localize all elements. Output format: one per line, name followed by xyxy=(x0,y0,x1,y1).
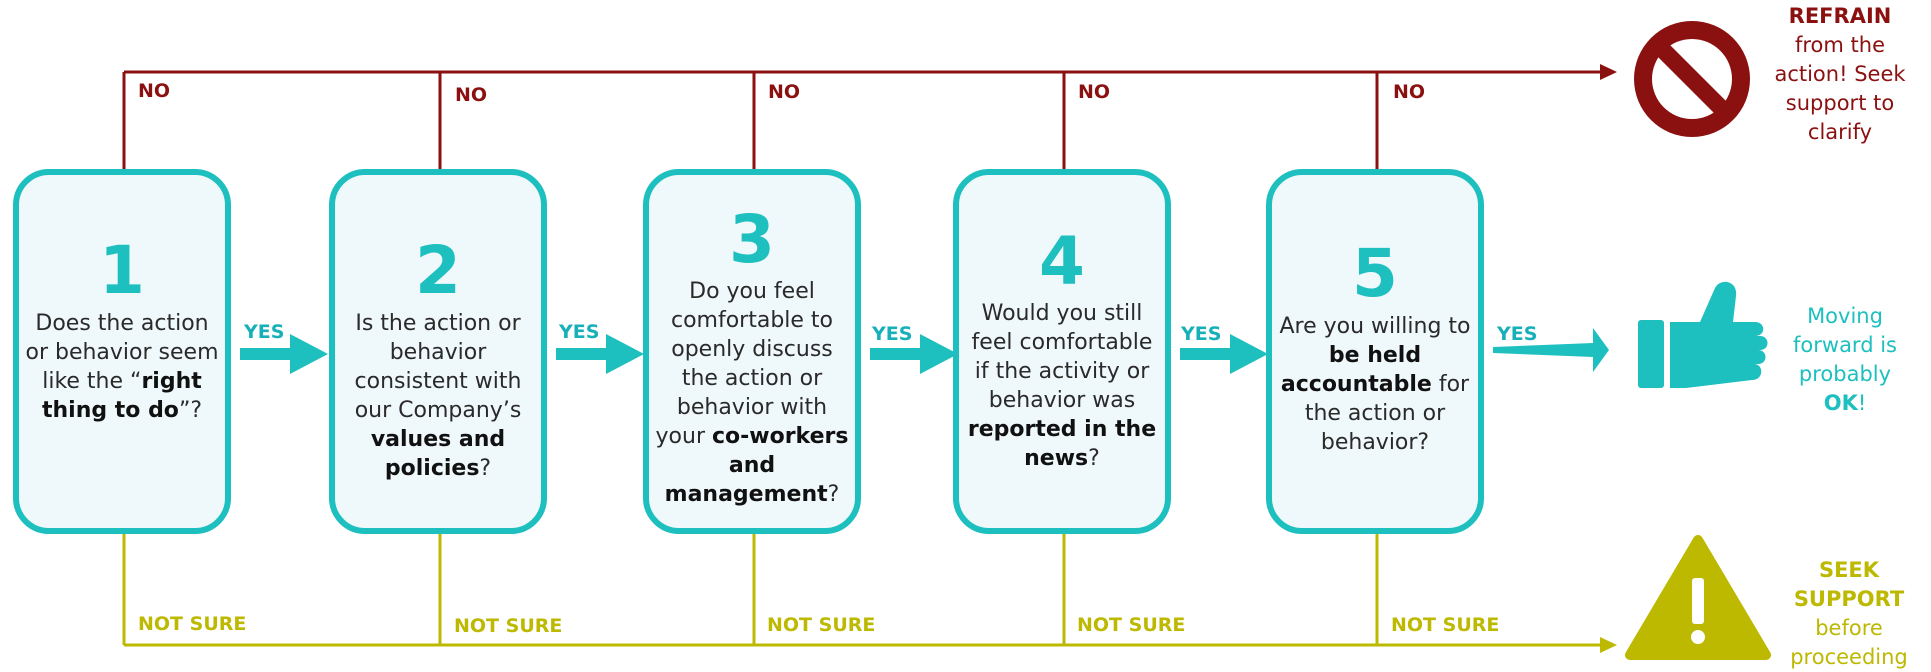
step-box-3: 3 Do you feel comfortable to openly disc… xyxy=(643,169,861,534)
seek-support-text: before proceeding xyxy=(1790,616,1908,669)
step-question: Does the action or behavior seem like th… xyxy=(25,311,219,423)
not-sure-label: NOT SURE xyxy=(1391,614,1500,636)
yes-label: YES xyxy=(1181,323,1222,345)
yes-label: YES xyxy=(1497,323,1538,345)
yes-arrow-1 xyxy=(240,334,328,374)
thumbs-up-icon xyxy=(1638,281,1768,388)
prohibition-icon xyxy=(1634,21,1750,137)
step-question: Are you willing to be held accountable f… xyxy=(1279,314,1471,455)
no-label: NO xyxy=(768,81,801,103)
refrain-title: REFRAIN xyxy=(1788,4,1892,28)
step-number: 4 xyxy=(1039,223,1085,300)
step-question: Do you feel comfortable to openly discus… xyxy=(655,279,849,507)
step-number: 1 xyxy=(99,232,145,309)
step-box-4: 4 Would you still feel comfortable if th… xyxy=(953,169,1171,534)
not-sure-label: NOT SURE xyxy=(767,614,876,636)
yes-arrow-5 xyxy=(1493,328,1609,372)
not-sure-label: NOT SURE xyxy=(454,615,563,637)
refrain-outcome: REFRAIN from the action! Seek support to… xyxy=(1758,2,1922,147)
step-number: 5 xyxy=(1352,235,1398,312)
not-sure-arrowhead xyxy=(1600,637,1617,653)
no-label: NO xyxy=(138,80,171,102)
seek-support-outcome: SEEK SUPPORT before proceeding xyxy=(1774,556,1924,672)
not-sure-label: NOT SURE xyxy=(138,613,247,635)
step-box-1: 1 Does the action or behavior seem like … xyxy=(13,169,231,534)
yes-arrows xyxy=(240,328,1609,374)
yes-arrow-4 xyxy=(1180,334,1268,374)
step-box-5: 5 Are you willing to be held accountable… xyxy=(1266,169,1484,534)
yes-label: YES xyxy=(872,323,913,345)
not-sure-path xyxy=(122,534,1600,647)
yes-label: YES xyxy=(559,321,600,343)
yes-label: YES xyxy=(244,321,285,343)
no-label: NO xyxy=(455,84,488,106)
step-number: 2 xyxy=(415,232,461,309)
no-label: NO xyxy=(1078,81,1111,103)
no-path xyxy=(122,70,1600,169)
step-box-2: 2 Is the action or behavior consistent w… xyxy=(329,169,547,534)
ok-text: Moving forward is probably xyxy=(1793,304,1897,386)
yes-arrow-3 xyxy=(870,334,958,374)
yes-arrow-2 xyxy=(556,334,644,374)
step-question: Would you still feel comfortable if the … xyxy=(967,301,1157,471)
no-label: NO xyxy=(1393,81,1426,103)
ok-outcome: Moving forward is probably OK! xyxy=(1793,304,1897,415)
refrain-text: from the action! Seek support to clarify xyxy=(1774,33,1906,144)
seek-support-title: SEEK SUPPORT xyxy=(1793,558,1905,611)
not-sure-label: NOT SURE xyxy=(1077,614,1186,636)
step-number: 3 xyxy=(729,201,775,278)
no-arrowhead xyxy=(1600,64,1617,80)
step-question: Is the action or behavior consistent wit… xyxy=(354,311,522,481)
warning-triangle-icon xyxy=(1625,535,1771,660)
ok-bold: OK xyxy=(1823,391,1858,415)
